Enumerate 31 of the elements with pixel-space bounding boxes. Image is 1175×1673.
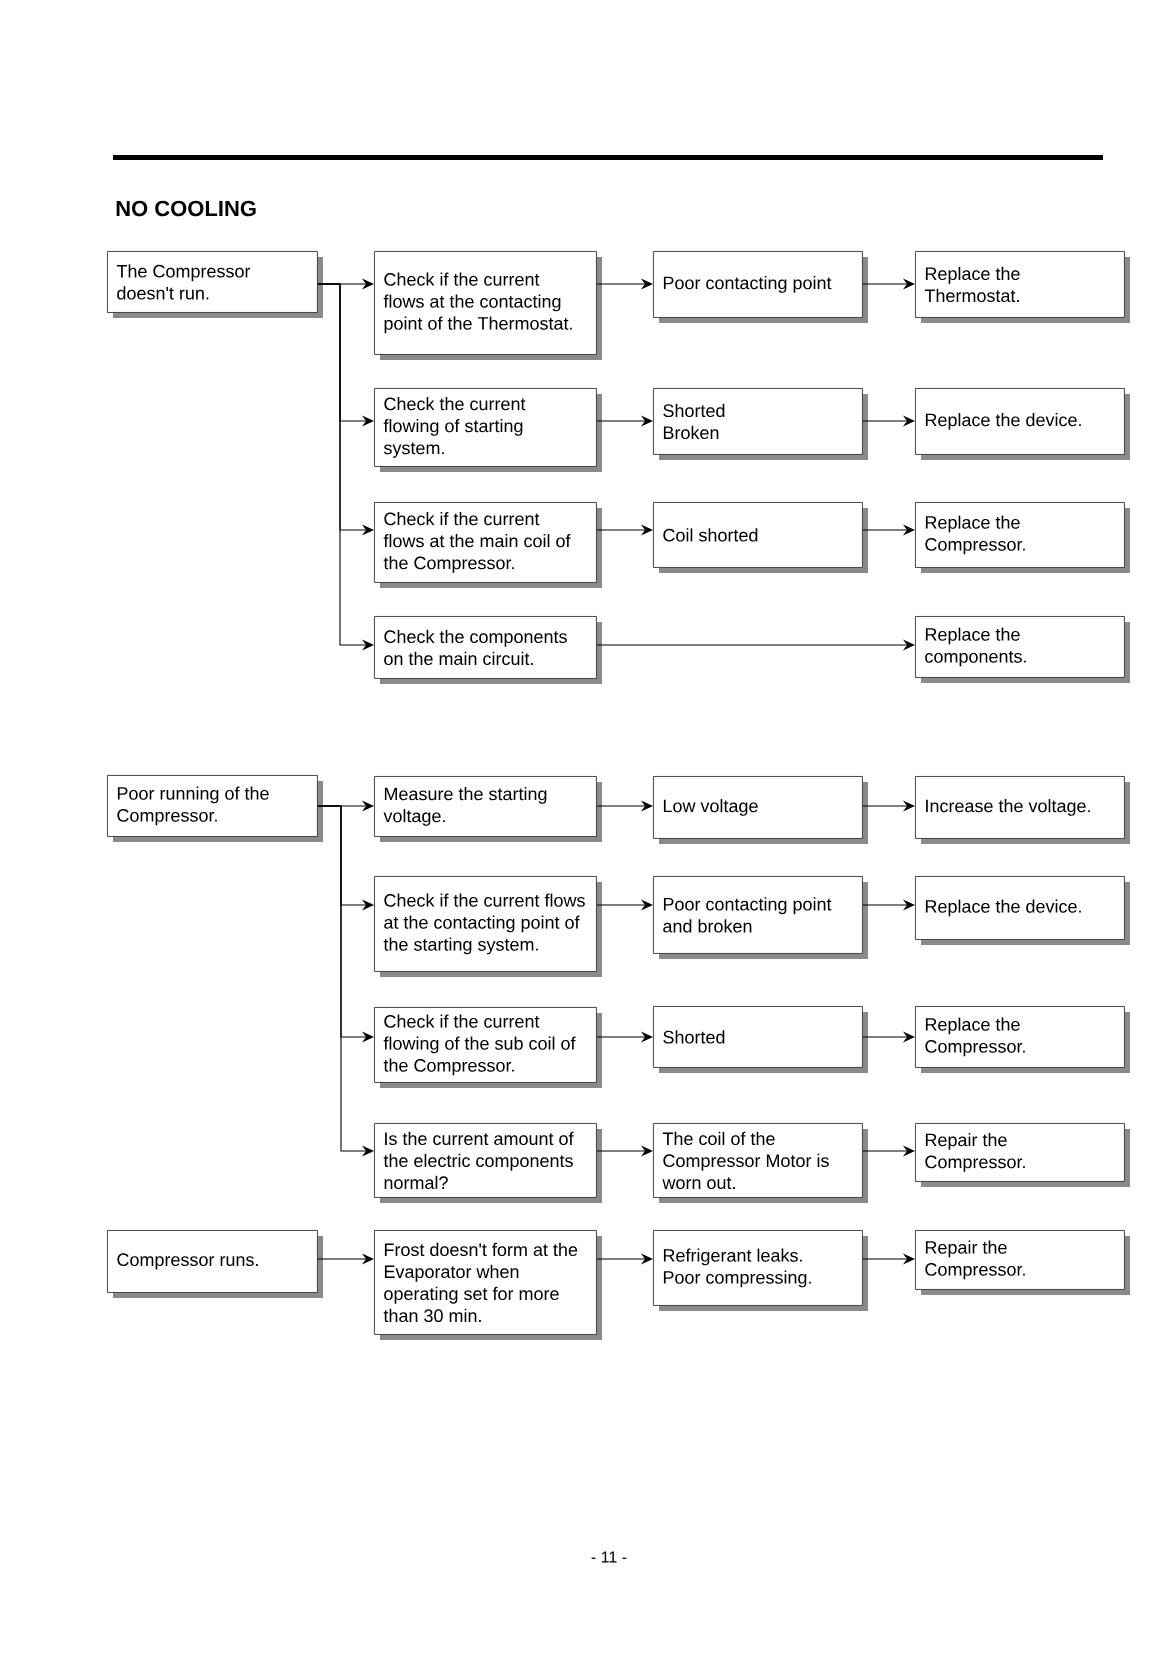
process-box: Poor contacting point and broken [653, 876, 868, 959]
process-box: Refrigerant leaks. Poor compressing. [653, 1230, 868, 1311]
process-box: Poor contacting point [653, 251, 868, 323]
process-box: Poor running of the Compressor. [107, 775, 323, 842]
process-box: Low voltage [653, 776, 868, 844]
process-box: Replace the components. [915, 616, 1130, 683]
process-box: Repair the Compressor. [915, 1123, 1130, 1187]
process-box: The coil of the Compressor Motor is worn out. [653, 1123, 868, 1203]
process-box: Shorted Broken [653, 388, 868, 460]
process-box: Check if the current flows at the contacting point of the Thermostat. [374, 251, 602, 360]
process-box: Coil shorted [653, 502, 868, 573]
page-number: - 11 - [591, 1551, 627, 1563]
process-box: Check the components on the main circuit. [374, 616, 602, 684]
process-box: Replace the device. [915, 876, 1130, 945]
process-box: Is the current amount of the electric components normal? [374, 1123, 602, 1203]
process-box: Check if the current flows at the main coil of the Compressor. [374, 502, 602, 588]
process-box: Compressor runs. [107, 1230, 323, 1298]
process-box: The Compressor doesn't run. [107, 251, 323, 318]
process-box: Frost doesn't form at the Evaporator when operating set for more than 30 min. [374, 1230, 602, 1340]
process-box: Replace the Thermostat. [915, 251, 1130, 323]
process-box: Check if the current flows at the contacting point of the starting system. [374, 876, 602, 977]
process-box: Measure the starting voltage. [374, 776, 602, 842]
title: NO COOLING [116, 200, 256, 217]
process-box: Increase the voltage. [915, 776, 1130, 844]
process-box: Check if the current flowing of the sub coil of the Compressor. [374, 1007, 602, 1088]
process-box: Replace the Compressor. [915, 1006, 1130, 1073]
process-box: Repair the Compressor. [915, 1230, 1130, 1295]
process-box: Replace the device. [915, 388, 1130, 460]
process-box: Shorted [653, 1006, 868, 1073]
process-box: Replace the Compressor. [915, 502, 1130, 573]
process-box: Check the current flowing of starting system. [374, 388, 602, 472]
